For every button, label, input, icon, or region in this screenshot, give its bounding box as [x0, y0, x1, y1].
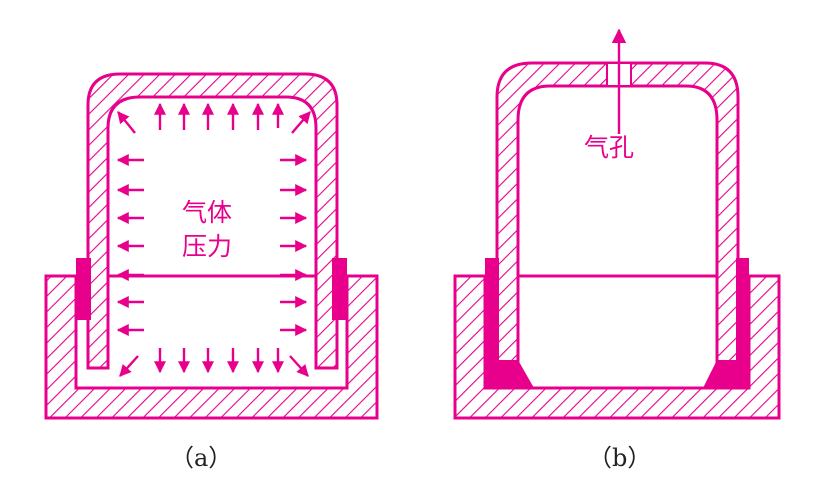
bond-left-a: [76, 258, 91, 320]
diagram-b: 气孔 （b）: [453, 28, 781, 472]
bond-right-a: [332, 258, 347, 320]
diagram-a: 气体 压力 （a）: [44, 72, 379, 472]
pressure-arrows: [116, 102, 311, 377]
caption-b: （b）: [588, 444, 651, 472]
base-a: [44, 274, 379, 420]
gas-hole-label: 气孔: [584, 133, 634, 162]
caption-a: （a）: [170, 444, 232, 472]
cap-b: [495, 61, 740, 390]
bond-right-b: [703, 258, 749, 388]
bond-left-b: [485, 258, 534, 388]
cap-a: [86, 72, 339, 370]
gas-pressure-label-line1: 气体: [182, 198, 232, 227]
gas-pressure-label-line2: 压力: [182, 232, 232, 261]
